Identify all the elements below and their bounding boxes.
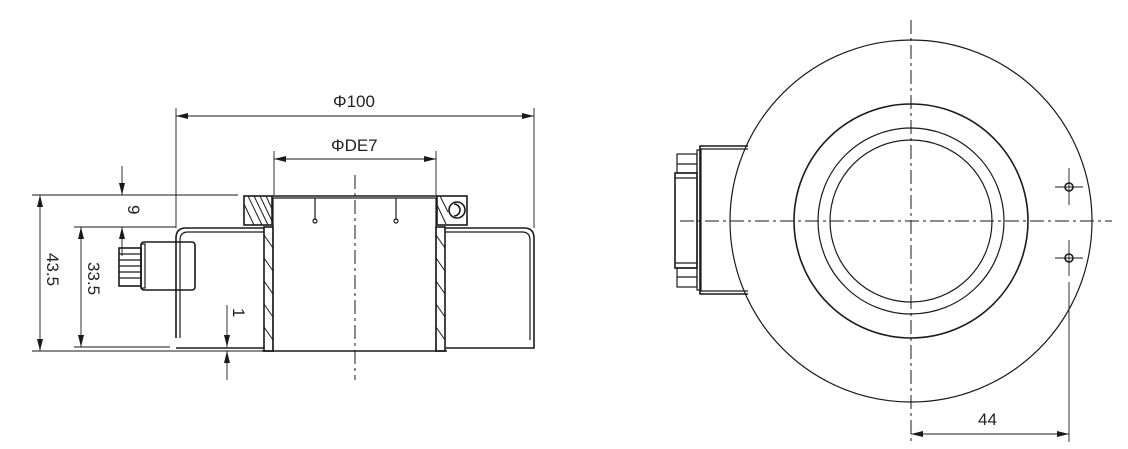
side-view: Φ100 ΦDE7 bbox=[32, 92, 535, 380]
bottom-offset-label: 1 bbox=[229, 308, 248, 317]
mounting-hole-top bbox=[1055, 168, 1083, 205]
pins bbox=[312, 198, 399, 224]
flange-height-label: 9 bbox=[124, 205, 143, 214]
bearing-icon bbox=[448, 201, 466, 219]
dimension-bore-diameter: ΦDE7 bbox=[273, 136, 437, 195]
housing-right bbox=[445, 227, 535, 349]
connector bbox=[118, 241, 196, 291]
outer-diameter-label: Φ100 bbox=[333, 92, 375, 111]
hole-offset-label: 44 bbox=[978, 410, 997, 429]
dimension-bottom-offset: 1 bbox=[224, 305, 248, 380]
bore-diameter-label: ΦDE7 bbox=[331, 136, 378, 155]
dimension-flange-height: 9 bbox=[119, 166, 143, 256]
connector-front bbox=[674, 145, 748, 295]
sleeve-left bbox=[263, 198, 274, 352]
dimension-total-height: 43.5 bbox=[37, 195, 62, 351]
dimension-body-height: 33.5 bbox=[78, 227, 103, 347]
housing-left bbox=[175, 227, 264, 349]
mounting-hole-bottom bbox=[1055, 240, 1083, 276]
body-height-label: 33.5 bbox=[84, 262, 103, 295]
front-view: 44 bbox=[674, 20, 1112, 443]
dimension-outer-diameter: Φ100 bbox=[175, 92, 535, 228]
flange-right bbox=[436, 195, 468, 226]
total-height-label: 43.5 bbox=[43, 253, 62, 286]
flange-left bbox=[243, 195, 273, 226]
dimension-hole-offset: 44 bbox=[911, 282, 1070, 442]
